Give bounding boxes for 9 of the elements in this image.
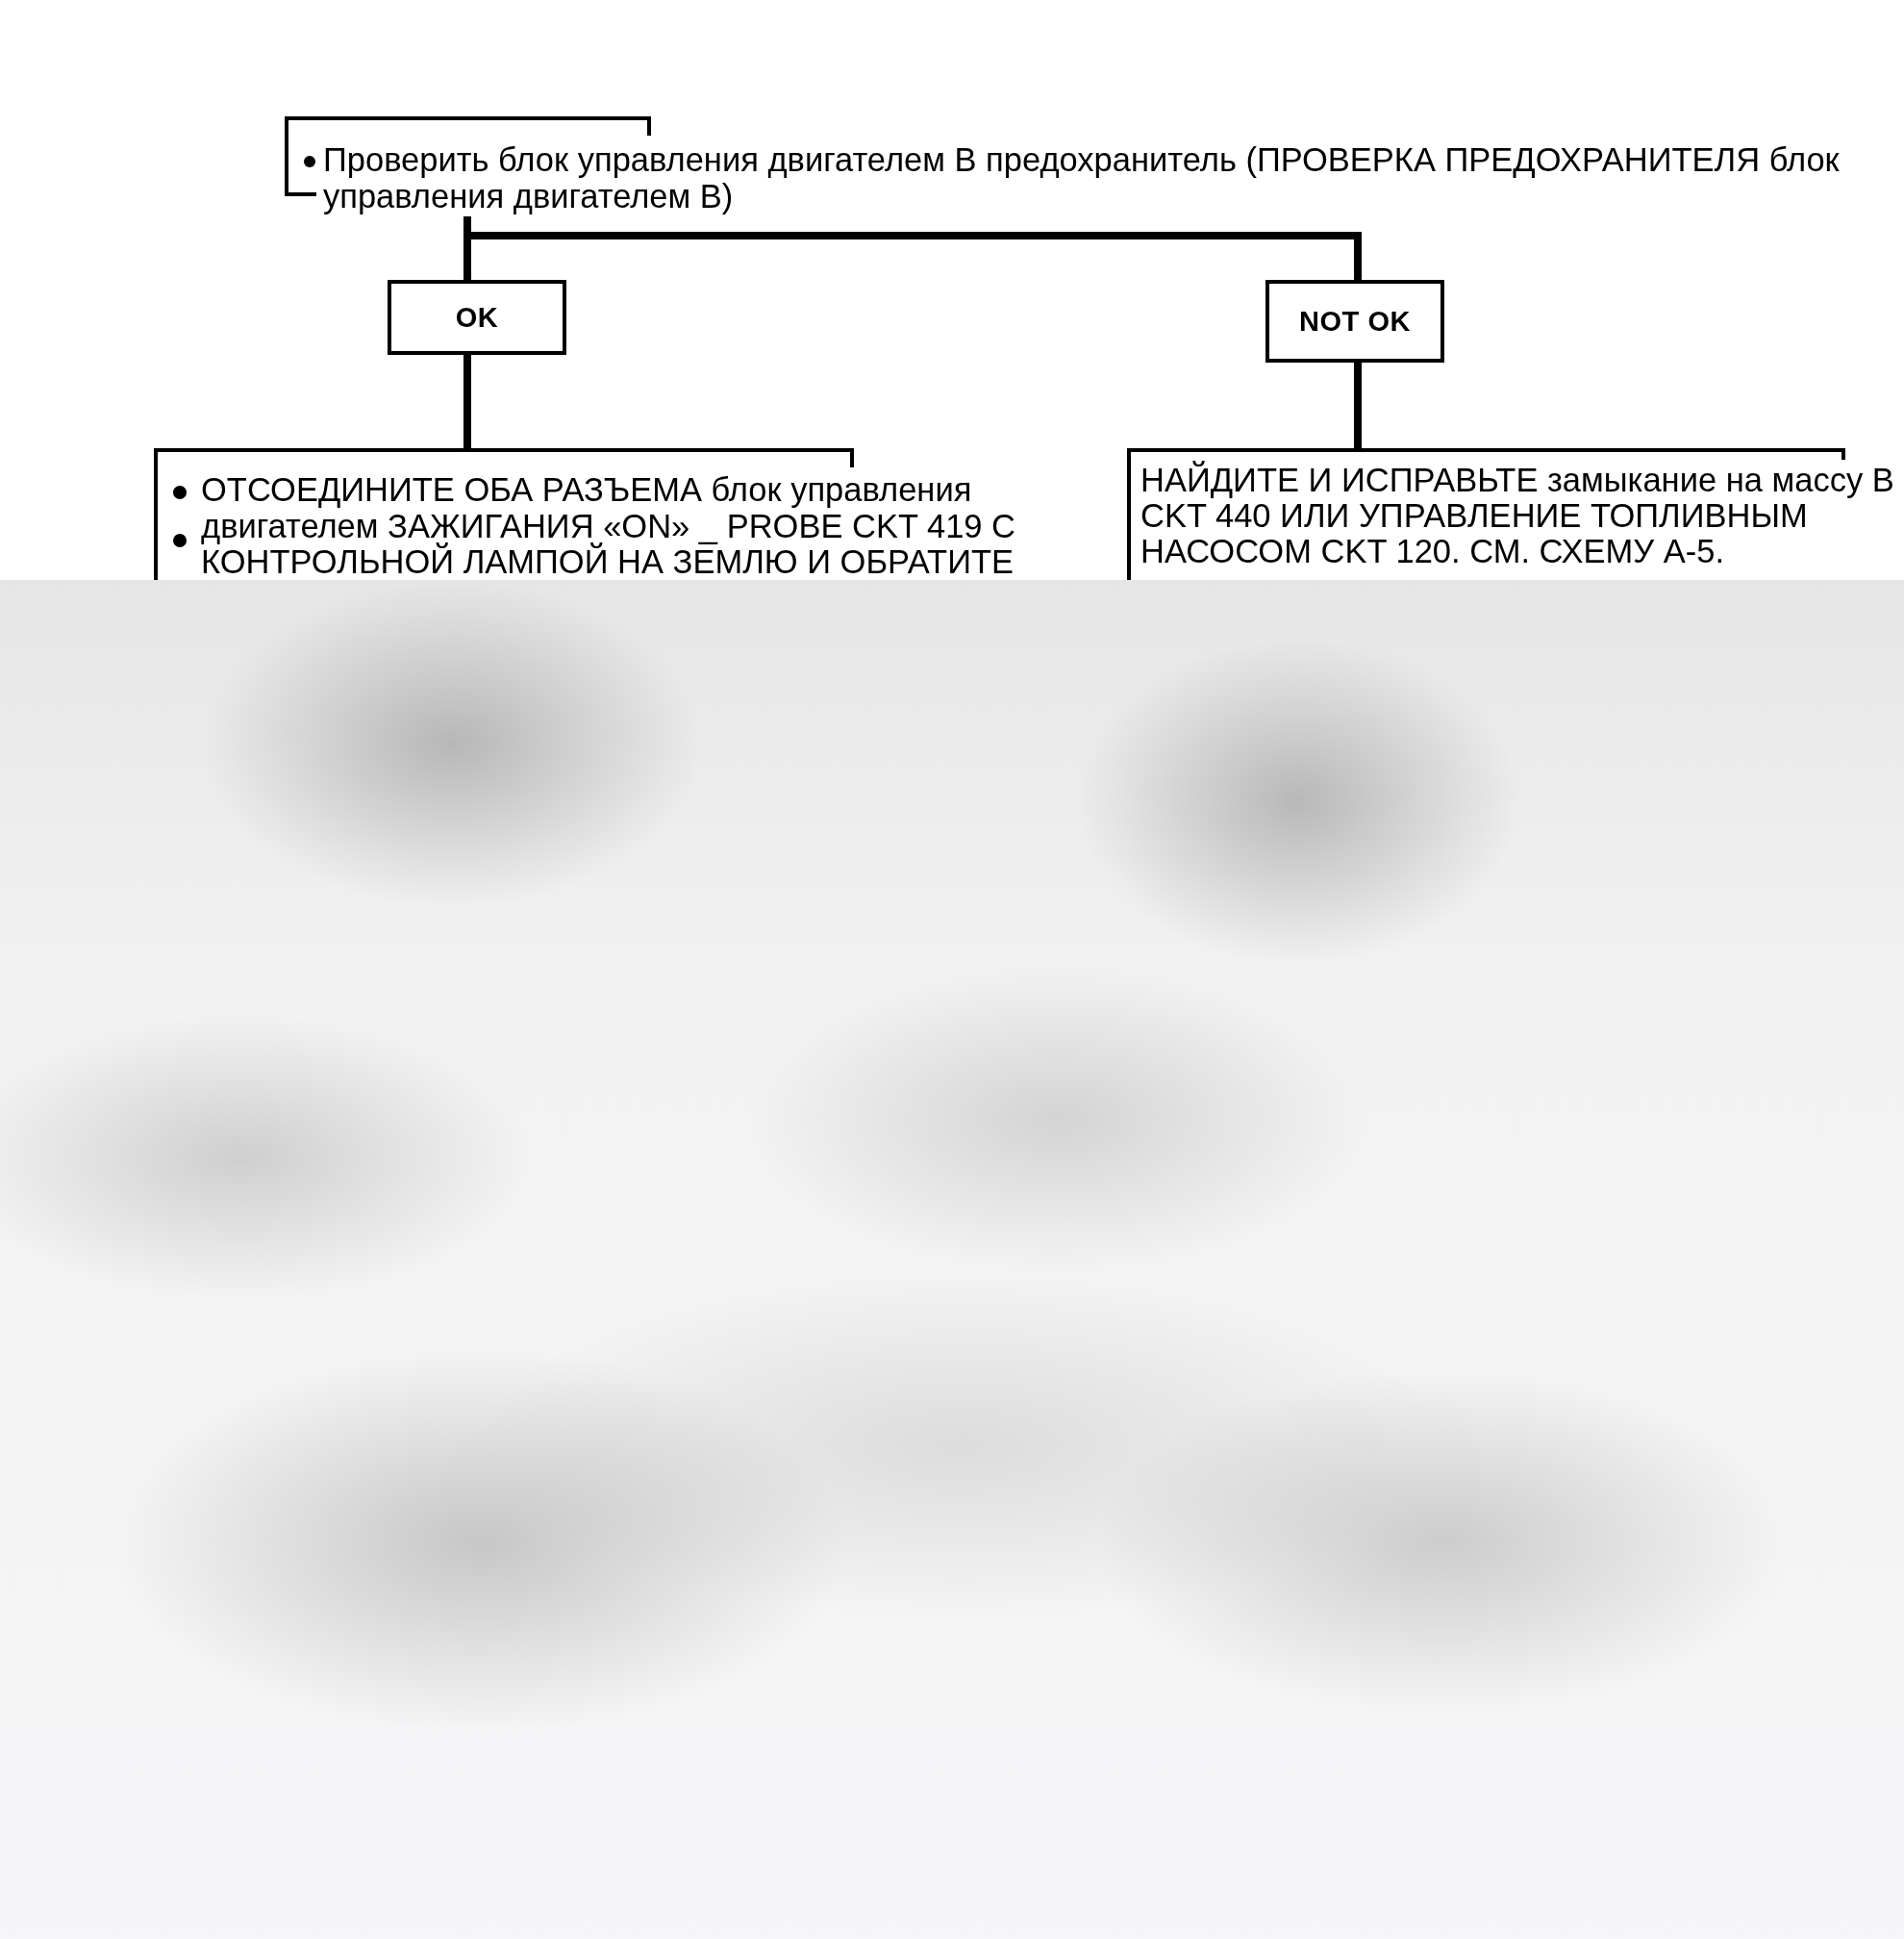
result-box [1265,280,1444,363]
result-box [388,280,566,355]
step-text: Проверить блок управления двигателем B предохранитель (ПРОВЕРКА ПРЕДОХРАНИТЕЛЯ блок управления двигателем B) [323,141,1841,214]
result-label: OK [455,303,499,332]
connector-line [1354,363,1362,448]
result-label: NOT OK [1299,307,1411,336]
step-text: ОТСОЕДИНИТЕ ОБА РАЗЪЕМА блок управления двигателем ЗАЖИГАНИЯ «ON» _ PROBE CKT 419 С КОНТРОЛЬНОЙ ЛАМПОЙ НА ЗЕМЛЮ И ОБРАТИТЕ [201,472,1017,581]
connector-line [463,355,471,448]
step-text: НАЙДИТЕ И ИСПРАВЬТЕ замыкание на массу В CKT 440 ИЛИ УПРАВЛЕНИЕ ТОПЛИВНЫМ НАСОСОМ CKT 120. СМ. СХЕМУ A-5. [1140,463,1895,569]
